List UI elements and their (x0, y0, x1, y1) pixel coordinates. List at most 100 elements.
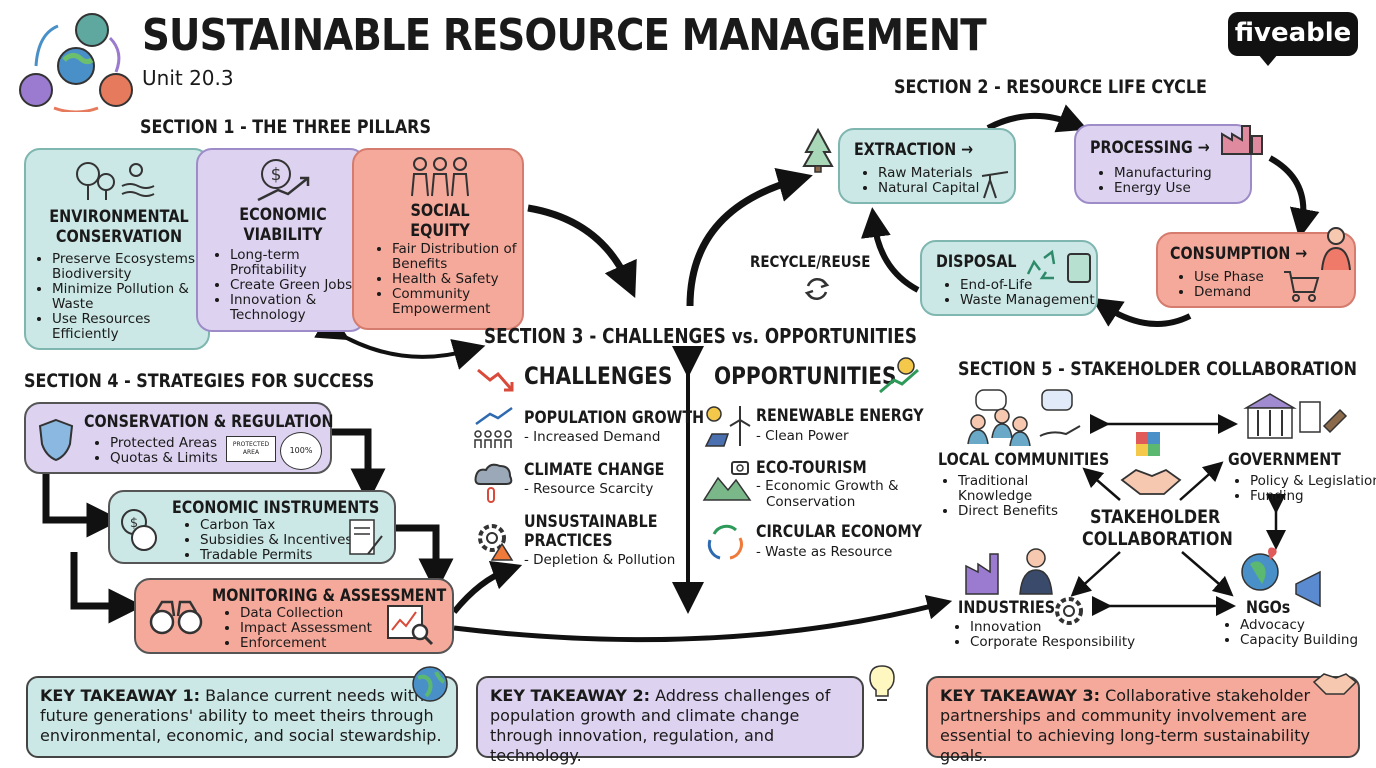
refresh-icon (804, 277, 830, 301)
circular-economy-icon (707, 524, 743, 560)
list-item: Capacity Building (1240, 633, 1376, 648)
opportunities-heading: OPPORTUNITIES (714, 362, 897, 390)
stage-processing-title: PROCESSING → (1090, 138, 1210, 158)
opportunity-2-desc2: Conservation (766, 494, 856, 510)
list-item: Create Green Jobs (230, 278, 366, 293)
list-item: Data Collection (240, 606, 410, 621)
section1-title: SECTION 1 - THE THREE PILLARS (140, 116, 431, 138)
list-item: Use Phase (1194, 270, 1314, 285)
population-growth-icon (474, 406, 513, 448)
key-takeaway-2: KEY TAKEAWAY 2: Address challenges of po… (476, 676, 864, 765)
industries-list: Innovation Corporate Responsibility (956, 620, 1150, 650)
list-item: Energy Use (1114, 181, 1254, 196)
key-takeaway-3-label: KEY TAKEAWAY 3: (940, 686, 1100, 705)
list-item: Enforcement (240, 636, 410, 651)
sun-growth-icon (879, 357, 919, 394)
stage-extraction: EXTRACTION → Raw Materials Natural Capit… (838, 128, 1016, 204)
list-item: Policy & Legislation (1250, 474, 1376, 489)
list-item: Use Resources Efficiently (52, 312, 212, 342)
pillar-environmental-title1: ENVIRONMENTAL (49, 207, 189, 227)
list-item: End-of-Life (960, 278, 1110, 293)
list-item: Innovation & Technology (230, 293, 366, 323)
chart-magnifier-icon (387, 605, 434, 646)
stakeholder-center-line1: STAKEHOLDER (1090, 506, 1221, 528)
binoculars-icon (149, 600, 203, 635)
list-item: Quotas & Limits (110, 451, 240, 466)
list-item: Minimize Pollution & Waste (52, 282, 212, 312)
svg-text:$: $ (130, 516, 138, 531)
key-takeaway-2-text: Address challenges of population growth … (490, 686, 831, 765)
opportunity-1-title: RENEWABLE ENERGY (756, 406, 924, 426)
local-communities-title: LOCAL COMMUNITIES (938, 450, 1110, 470)
list-item: Health & Safety (392, 272, 532, 287)
list-item: Community Empowerment (392, 287, 532, 317)
list-item: Innovation (970, 620, 1150, 635)
page-title: SUSTAINABLE RESOURCE MANAGEMENT (142, 10, 987, 61)
tree-sun-icon (76, 162, 155, 200)
list-item: Funding (1250, 489, 1376, 504)
list-item: Raw Materials (878, 166, 1008, 181)
pillar-social-title2: EQUITY (410, 221, 470, 241)
logo-tail (1258, 54, 1278, 66)
list-item: Direct Benefits (958, 504, 1098, 519)
list-item: Carbon Tax (200, 518, 370, 533)
key-takeaway-2-label: KEY TAKEAWAY 2: (490, 686, 650, 705)
ngo-globe-megaphone-icon (1241, 547, 1321, 608)
strategy-economic: $ ECONOMIC INSTRUMENTS Carbon Tax Subsid… (108, 490, 396, 564)
protected-area-sign: PROTECTED AREA (226, 436, 276, 462)
fiveable-logo: fiveable (1228, 12, 1358, 56)
key-takeaway-1-label: KEY TAKEAWAY 1: (40, 686, 200, 705)
list-item: Advocacy (1240, 618, 1376, 633)
list-item: Traditional Knowledge (958, 474, 1098, 504)
handshake-puzzle-icon (1120, 432, 1182, 495)
gauge-icon: 100% (280, 432, 322, 470)
list-item: Natural Capital (878, 181, 1008, 196)
challenge-3-title1: UNSUSTAINABLE (524, 512, 658, 532)
strategy-economic-title: ECONOMIC INSTRUMENTS (172, 498, 380, 518)
dollar-growth-icon: $ (257, 159, 310, 202)
local-communities-list: Traditional Knowledge Direct Benefits (944, 474, 1098, 519)
key-takeaway-3-text: Collaborative stakeholder partnerships a… (940, 686, 1311, 765)
strategy-monitoring: MONITORING & ASSESSMENT Data Collection … (134, 578, 454, 654)
stage-disposal: DISPOSAL End-of-Life Waste Management (920, 240, 1098, 316)
stage-consumption-list: Use Phase Demand (1180, 270, 1314, 300)
industries-title: INDUSTRIES (958, 598, 1056, 618)
stage-extraction-list: Raw Materials Natural Capital (864, 166, 1008, 196)
pillar-environmental: ENVIRONMENTAL CONSERVATION Preserve Ecos… (24, 148, 210, 350)
shield-icon (38, 418, 74, 462)
stage-processing-list: Manufacturing Energy Use (1100, 166, 1254, 196)
pillar-social-title1: SOCIAL (410, 201, 470, 221)
list-item: Waste Management (960, 293, 1110, 308)
strategy-monitoring-title: MONITORING & ASSESSMENT (212, 586, 447, 606)
pillar-social: SOCIAL EQUITY Fair Distribution of Benef… (352, 148, 524, 330)
gear-person-icon (1055, 597, 1083, 625)
strategy-conservation: CONSERVATION & REGULATION Protected Area… (24, 402, 333, 474)
challenge-2-desc: - Resource Scarcity (524, 481, 654, 497)
stage-consumption-title: CONSUMPTION → (1170, 244, 1308, 264)
pillar-environmental-title2: CONSERVATION (55, 227, 183, 247)
stage-consumption: CONSUMPTION → Use Phase Demand (1156, 227, 1356, 308)
stakeholder-center-line2: COLLABORATION (1082, 528, 1233, 550)
globe-icon (412, 666, 448, 702)
pillar-economic-title2: VIABILITY (243, 225, 323, 245)
list-item: Preserve Ecosystems & Biodiversity (52, 252, 212, 282)
challenge-2-title: CLIMATE CHANGE (524, 460, 665, 480)
gear-warning-icon (478, 524, 514, 561)
challenge-3-title2: PRACTICES (524, 531, 613, 551)
government-list: Policy & Legislation Funding (1236, 474, 1376, 504)
handshake-icon (1312, 673, 1358, 695)
key-takeaway-3: KEY TAKEAWAY 3: Collaborative stakeholde… (926, 676, 1360, 765)
list-item: Corporate Responsibility (970, 635, 1150, 650)
strategy-economic-list: Carbon Tax Subsidies & Incentives Tradab… (186, 518, 370, 563)
list-item: Impact Assessment (240, 621, 410, 636)
key-takeaway-1: KEY TAKEAWAY 1: Balance current needs wi… (26, 676, 458, 758)
document-pen-icon (349, 519, 383, 555)
stage-extraction-title: EXTRACTION → (854, 140, 974, 160)
pillar-economic-list: Long-term Profitability Create Green Job… (216, 248, 366, 323)
ngos-title: NGOs (1246, 598, 1291, 618)
challenge-3-desc: - Depletion & Pollution (524, 552, 676, 568)
storm-cloud-icon (474, 463, 513, 503)
pine-tree-icon (802, 127, 834, 173)
strategy-monitoring-list: Data Collection Impact Assessment Enforc… (226, 606, 410, 651)
stage-disposal-list: End-of-Life Waste Management (946, 278, 1110, 308)
